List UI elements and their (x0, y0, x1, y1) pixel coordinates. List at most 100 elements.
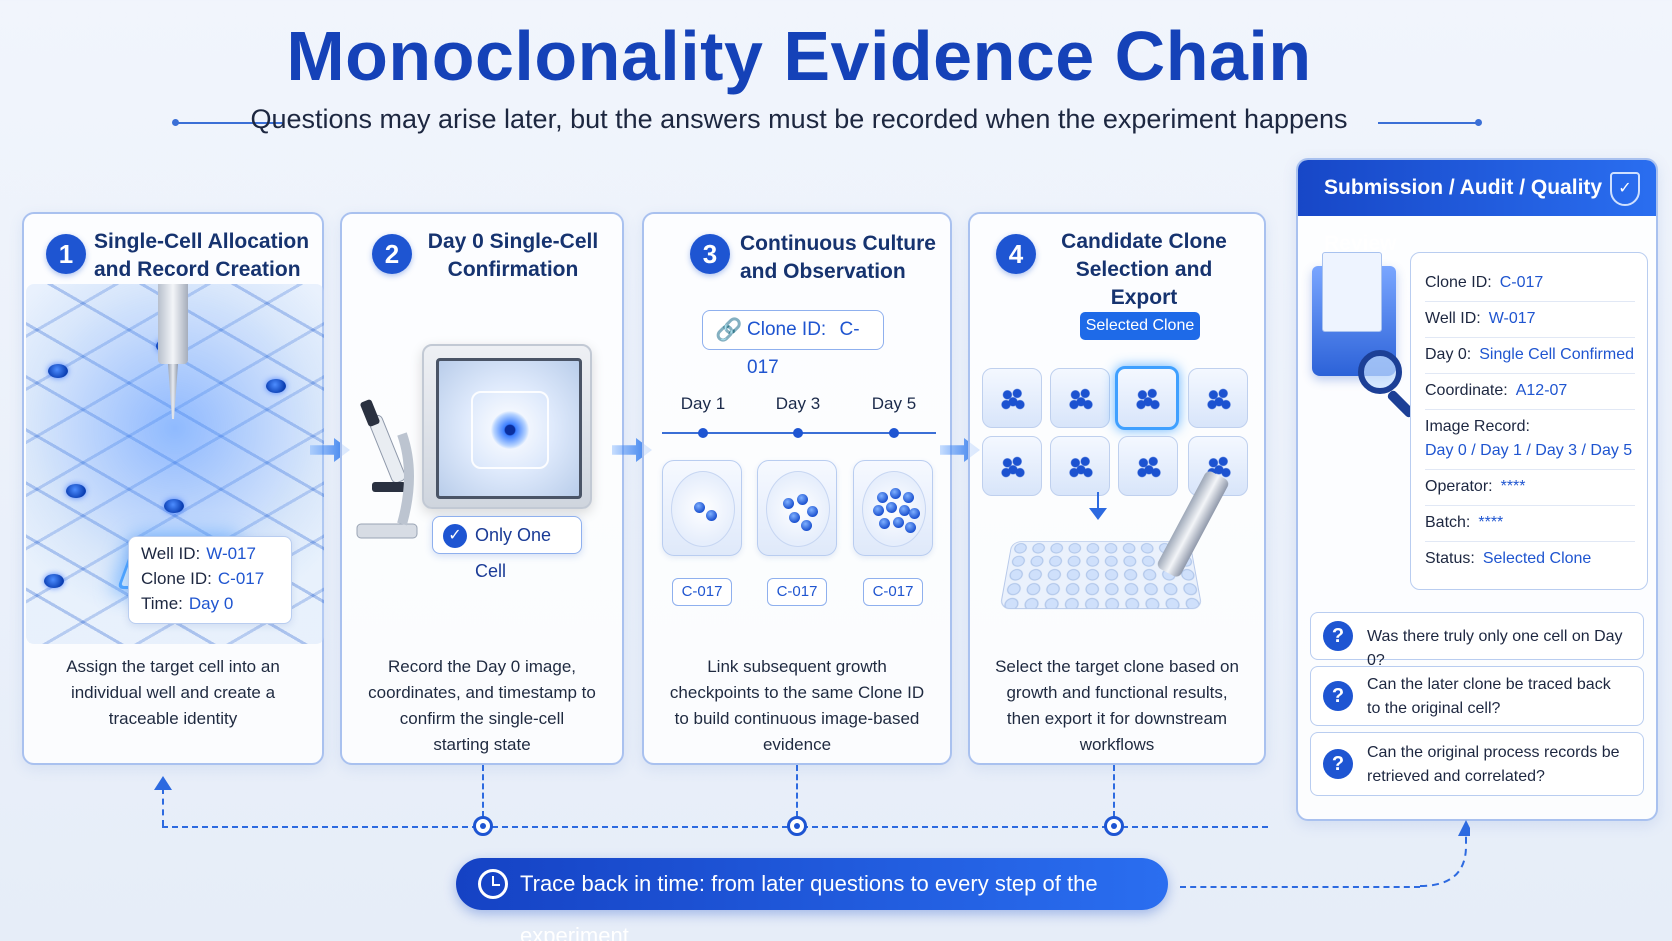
record-row: Batch: **** (1425, 511, 1635, 542)
clone-well-tile[interactable] (982, 436, 1042, 496)
step-1-number: 1 (46, 234, 86, 274)
clone-cluster-icon (1205, 385, 1233, 413)
magnifier-icon (1358, 350, 1402, 394)
step-2-title: Day 0 Single-Cell Confirmation (427, 230, 599, 281)
clone-well-tile[interactable] (1050, 368, 1110, 428)
clone-id-label: Clone ID: (141, 569, 212, 588)
well-id-label: Well ID: (141, 544, 201, 563)
trace-line-up (162, 788, 164, 826)
link-icon: 🔗 (715, 317, 743, 342)
dish-well (766, 471, 830, 547)
step-4-description: Select the target clone based on growth … (995, 657, 1239, 754)
clone-cluster-icon (1134, 385, 1162, 413)
monitor-icon (422, 344, 592, 509)
subtitle-divider-left (175, 122, 283, 124)
cell-icon (893, 517, 904, 528)
timeline-dot (793, 428, 803, 438)
record-row: Image Record:Day 0 / Day 1 / Day 3 / Day… (1425, 415, 1635, 470)
timeline-dot (889, 428, 899, 438)
cell-icon (66, 484, 86, 498)
cell-icon (905, 522, 916, 533)
well-id-value: W-017 (206, 544, 256, 563)
record-value: **** (1478, 514, 1504, 531)
focus-frame (471, 391, 549, 469)
record-row: Coordinate: A12-07 (1425, 379, 1635, 410)
microscope-icon (356, 399, 418, 539)
cell-icon (801, 520, 812, 531)
record-label: Coordinate: (1425, 382, 1508, 399)
clone-id-label: Clone ID: (747, 319, 827, 340)
culture-dish-day-1 (662, 460, 742, 556)
clone-well-tile[interactable] (982, 368, 1042, 428)
dish-well (671, 471, 735, 547)
cell-icon (903, 492, 914, 503)
cell-icon (789, 512, 800, 523)
question-text: Was there truly only one cell on Day 0? (1367, 628, 1623, 669)
trace-back-label: Trace back in time: from later questions… (520, 871, 1098, 941)
selected-clone-well-tile[interactable] (1115, 366, 1179, 430)
well-info-card: Well ID: W-017 Clone ID: C-017 Time: Day 0 (128, 536, 292, 624)
record-label: Operator: (1425, 478, 1493, 495)
clone-id-row: Clone ID: C-017 (141, 566, 291, 591)
cell-icon (783, 498, 794, 509)
cell-icon (873, 505, 884, 516)
step-2-description: Record the Day 0 image, coordinates, and… (368, 657, 596, 754)
time-row: Time: Day 0 (141, 591, 291, 616)
pipette-icon (158, 284, 188, 364)
trace-line-right (1180, 886, 1420, 888)
record-row: Day 0:Single Cell Confirmed (1425, 343, 1635, 374)
timeline-dot (698, 428, 708, 438)
trace-connector (796, 765, 798, 817)
question-text: Can the later clone be traced back to th… (1367, 676, 1611, 717)
clone-id-value: C-017 (747, 319, 860, 378)
review-header-title: Submission / Audit / Quality Review (1324, 176, 1603, 255)
record-row: Operator: **** (1425, 475, 1635, 506)
record-row: Clone ID:C-017 (1425, 271, 1635, 302)
step-3-title: Continuous Culture and Observation (740, 232, 936, 283)
cell-icon (44, 574, 64, 588)
record-label: Status: (1425, 550, 1475, 567)
record-label: Batch: (1425, 514, 1471, 531)
step-3-number: 3 (690, 234, 730, 274)
record-value: A12-07 (1515, 382, 1568, 399)
day-1-label: Day 1 (680, 394, 726, 413)
record-value: Single Cell Confirmed (1479, 346, 1634, 363)
trace-arrow-up-icon (154, 776, 172, 790)
trace-connector (482, 765, 484, 817)
page-subtitle: Questions may arise later, but the answe… (250, 104, 1348, 134)
well-id-row: Well ID: W-017 (141, 541, 291, 566)
shield-check-icon: ✓ (1610, 172, 1640, 206)
time-label: Time: (141, 594, 183, 613)
step-4-title: Candidate Clone Selection and Export (1061, 230, 1227, 309)
time-value: Day 0 (188, 594, 234, 613)
cell-icon (899, 505, 910, 516)
subtitle-divider-right-dot (1475, 119, 1482, 126)
record-value: **** (1500, 478, 1526, 495)
single-cell-icon (491, 411, 529, 449)
cell-icon (879, 518, 890, 529)
cell-icon (886, 502, 897, 513)
trace-line (162, 826, 1268, 828)
clone-id-pill: 🔗 Clone ID: C-017 (702, 310, 884, 378)
cell-icon (890, 488, 901, 499)
clone-id-value: C-017 (217, 569, 265, 588)
cell-icon (706, 510, 717, 521)
dish-well (862, 471, 926, 547)
clone-well-tile[interactable] (1188, 368, 1248, 428)
cell-icon (797, 494, 808, 505)
clone-well-tile[interactable] (1050, 436, 1110, 496)
trace-node-icon (1104, 816, 1124, 836)
trace-node-icon (473, 816, 493, 836)
clone-cluster-icon (1067, 453, 1095, 481)
record-label: Image Record: (1425, 418, 1530, 435)
page-title: Monoclonality Evidence Chain (286, 17, 1312, 95)
clone-cluster-icon (999, 385, 1027, 413)
step-4-panel: 4 Candidate Clone Selection and Export S… (968, 212, 1266, 765)
day-5-label: Day 5 (871, 394, 917, 413)
record-value: C-017 (1499, 274, 1544, 291)
cell-icon (877, 492, 888, 503)
step-3-panel: 3 Continuous Culture and Observation 🔗 C… (642, 212, 952, 765)
clone-well-tile[interactable] (1118, 436, 1178, 496)
clone-cluster-icon (1135, 453, 1163, 481)
question-item: ? Can the later clone be traced back to … (1310, 666, 1644, 726)
